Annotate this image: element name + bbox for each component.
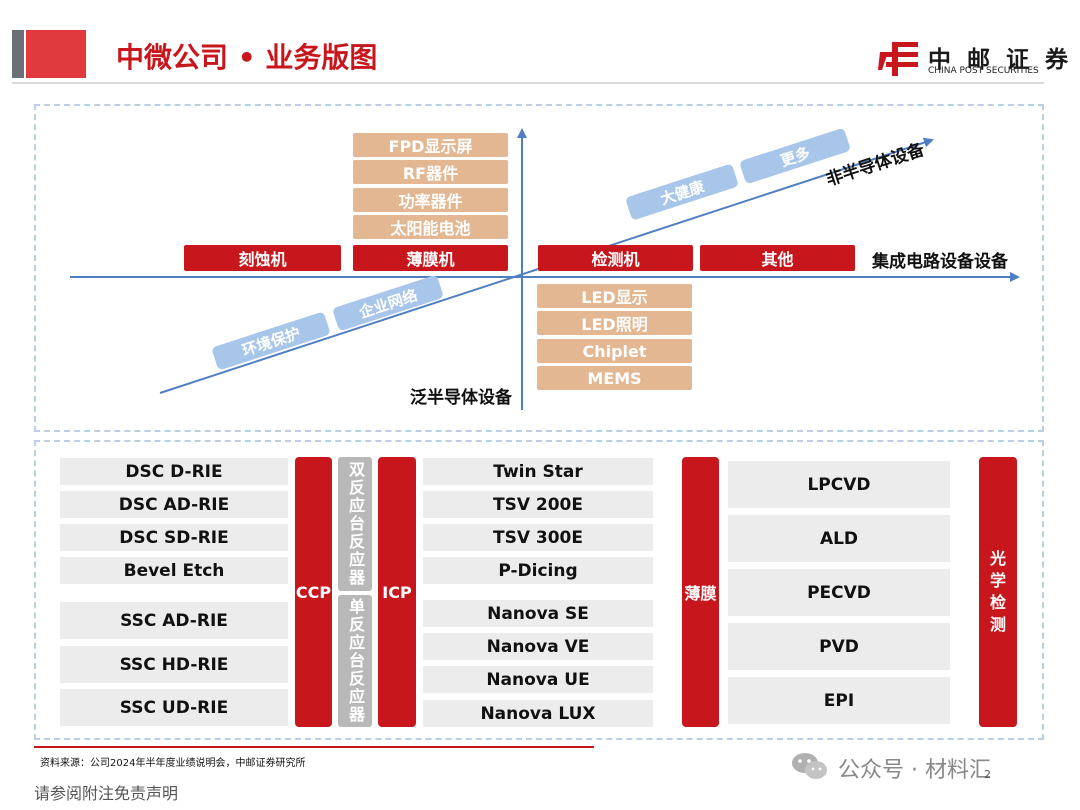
- page-number: 2: [984, 768, 991, 781]
- box-led-lighting: LED照明: [537, 311, 692, 335]
- box-etcher: 刻蚀机: [184, 245, 341, 271]
- product-lpcvd: LPCVD: [728, 461, 950, 508]
- china-post-logo-icon: [878, 42, 918, 76]
- product-ssc-ad-rie: SSC AD-RIE: [60, 602, 288, 639]
- box-inspection: 检测机: [538, 245, 693, 271]
- dual-reactor-bar: 双反应台反应器: [338, 457, 372, 591]
- header-divider: [12, 82, 1044, 84]
- header-accent-red: [26, 30, 86, 78]
- product-nanova-ve: Nanova VE: [423, 633, 653, 660]
- product-bevel-etch: Bevel Etch: [60, 557, 288, 584]
- product-tsv-300e: TSV 300E: [423, 524, 653, 551]
- product-ssc-hd-rie: SSC HD-RIE: [60, 646, 288, 683]
- box-mems: MEMS: [537, 366, 692, 390]
- wechat-icon: [792, 753, 827, 779]
- source-note: 资料来源：公司2024年半年度业绩说明会，中邮证券研究所: [40, 758, 306, 769]
- box-rf: RF器件: [353, 160, 508, 184]
- product-pvd: PVD: [728, 623, 950, 670]
- box-fpd: FPD显示屏: [353, 133, 508, 157]
- source-divider: [34, 746, 594, 748]
- watermark: 公众号 · 材料汇: [838, 758, 991, 783]
- label-pan-semi: 泛半导体设备: [410, 388, 512, 408]
- page-title: 中微公司 • 业务版图: [116, 41, 378, 74]
- product-ald: ALD: [728, 515, 950, 562]
- box-other: 其他: [700, 245, 855, 271]
- product-pecvd: PECVD: [728, 569, 950, 616]
- product-ssc-ud-rie: SSC UD-RIE: [60, 689, 288, 726]
- box-chiplet: Chiplet: [537, 339, 692, 363]
- icp-bar: ICP: [378, 457, 416, 727]
- header-accent-gray: [12, 30, 24, 78]
- box-power: 功率器件: [353, 188, 508, 212]
- brand-name-cn: 中 邮 证 券: [928, 47, 1073, 73]
- product-epi: EPI: [728, 677, 950, 724]
- product-twin-star: Twin Star: [423, 458, 653, 485]
- box-solar: 太阳能电池: [353, 215, 508, 239]
- product-dsc-ad-rie: DSC AD-RIE: [60, 491, 288, 518]
- product-nanova-ue: Nanova UE: [423, 666, 653, 693]
- product-dsc-sd-rie: DSC SD-RIE: [60, 524, 288, 551]
- product-p-dicing: P-Dicing: [423, 557, 653, 584]
- product-nanova-se: Nanova SE: [423, 600, 653, 627]
- label-ic-equipment: 集成电路设备设备: [872, 252, 1008, 272]
- ccp-bar: CCP: [295, 457, 332, 727]
- product-dsc-d-rie: DSC D-RIE: [60, 458, 288, 485]
- optical-inspection-bar: 光学检测: [979, 457, 1017, 727]
- product-tsv-200e: TSV 200E: [423, 491, 653, 518]
- product-frame: [34, 440, 1044, 740]
- box-film: 薄膜机: [353, 245, 508, 271]
- disclaimer: 请参阅附注免责声明: [34, 784, 179, 803]
- box-led-display: LED显示: [537, 284, 692, 308]
- single-reactor-bar: 单反应台反应器: [338, 595, 372, 727]
- film-bar: 薄膜: [682, 457, 719, 727]
- business-map-frame: [34, 104, 1044, 432]
- product-nanova-lux: Nanova LUX: [423, 700, 653, 727]
- brand-name-en: CHINA POST SECURITIES: [928, 66, 1039, 76]
